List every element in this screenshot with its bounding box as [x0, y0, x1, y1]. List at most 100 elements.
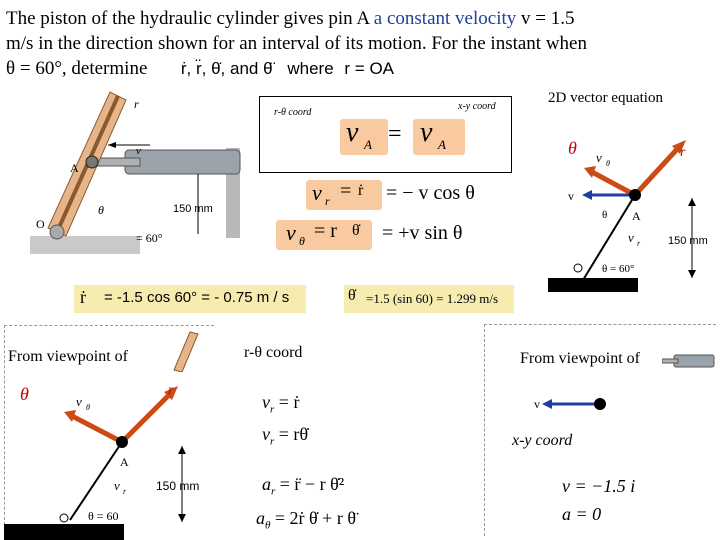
- problem-text: The piston of the hydraulic cylinder giv…: [6, 8, 374, 29]
- label-a: A: [70, 161, 79, 175]
- eq-rhs: = r̈ − r θ̇²: [279, 474, 345, 494]
- vtheta-label: v: [76, 394, 82, 409]
- vtheta-sub: θ: [606, 159, 610, 168]
- velocity-arrowhead: [108, 142, 116, 148]
- eq-vr-sub: r: [325, 194, 330, 208]
- point-o: [573, 263, 583, 273]
- r-label: r: [680, 145, 686, 160]
- v-label: v: [534, 397, 540, 411]
- eq-rhs: =: [278, 392, 289, 412]
- eq-vth-sub: θ: [299, 234, 305, 248]
- r-arrow: [120, 390, 174, 444]
- ground-bar: [4, 524, 124, 540]
- ground-bar: [548, 278, 638, 292]
- vr-sub: r: [123, 487, 127, 496]
- eq-sub: θ: [265, 519, 271, 532]
- arm-line: [579, 194, 636, 286]
- v-arrowhead: [582, 190, 592, 200]
- theta-label: θ: [568, 138, 577, 158]
- left-panel-arm-icon: [173, 331, 199, 372]
- eq-lhs: a: [256, 508, 265, 528]
- label-150mm: 150 mm: [173, 203, 213, 215]
- point-a: [629, 189, 641, 201]
- result-thetadot-text: =1.5 (sin 60) = 1.299 m/s: [366, 291, 499, 306]
- eq-vr-row: v r = ṙ = − v cos θ: [306, 178, 496, 212]
- eq-vr-rhs: = − v cos θ: [386, 182, 475, 204]
- eq-sub: r: [271, 485, 276, 498]
- dot-symbols: ṙ, r̈, θ̇,: [180, 59, 231, 78]
- eq-sub: r: [270, 403, 275, 416]
- eq-vr-eq: =: [340, 180, 352, 202]
- point-o: [59, 513, 69, 523]
- eq-vth-highlight: [276, 220, 372, 250]
- eq-lhs: v: [262, 392, 270, 412]
- eq-vr-rdot: ṙ: [358, 182, 364, 199]
- rdot-symbol: ṙ: [80, 287, 86, 307]
- arm-line: [69, 441, 123, 521]
- problem-line-3: θ = 60°, determine ṙ, r̈, θ̇, and θ̈ whe…: [6, 56, 716, 81]
- pivot-o: [49, 224, 65, 240]
- problem-line-1: The piston of the hydraulic cylinder giv…: [6, 6, 716, 31]
- rdot-symbol: ṙ: [293, 392, 300, 412]
- eq-acceleration: a = 0: [562, 504, 602, 524]
- right-v-arrow: v: [534, 397, 606, 411]
- r-label: r: [168, 383, 174, 398]
- eq-vth-eq: = r: [314, 220, 337, 242]
- vector-rhs-highlight: [413, 119, 465, 155]
- vr-label: v: [628, 230, 634, 245]
- result-thetadot: θ̇ =1.5 (sin 60) = 1.299 m/s: [344, 285, 514, 313]
- vr-sub: r: [637, 239, 641, 248]
- label-o: O: [36, 217, 45, 231]
- vr-label: v: [114, 478, 120, 493]
- dist-label: 150 mm: [156, 479, 199, 493]
- right-panel-title: From viewpoint of: [520, 350, 640, 367]
- label-xy-coord: x-y coord: [458, 101, 496, 112]
- eq-vth-thetadot: θ̇: [352, 222, 360, 239]
- problem-text: v = 1.5: [516, 8, 575, 29]
- point-a: [116, 436, 128, 448]
- a-label: A: [120, 455, 129, 469]
- hydraulic-mechanism-figure: r A O v θ 150 mm = 60°: [30, 91, 241, 254]
- right-panel-cylinder-icon: [662, 354, 715, 368]
- hydraulic-cylinder: [124, 149, 241, 175]
- v-label: v: [568, 189, 574, 203]
- r-arrowhead: [672, 140, 686, 154]
- result-rdot-text: = -1.5 cos 60° = - 0.75 m / s: [104, 289, 290, 306]
- problem-line-2: m/s in the direction shown for an interv…: [6, 33, 587, 54]
- problem-text: θ = 60°, determine: [6, 58, 148, 79]
- eq-vr-highlight: [306, 180, 382, 210]
- angle-label: θ = 60: [88, 509, 119, 523]
- right-panel-border: [484, 324, 485, 536]
- vector-lhs: v: [346, 117, 359, 148]
- eq-lhs: a: [262, 474, 271, 494]
- label-angle: = 60°: [136, 231, 163, 245]
- heading-2d-vector: 2D vector equation: [548, 90, 663, 106]
- a-label: A: [632, 209, 641, 223]
- r-direction-arrow: [633, 144, 682, 197]
- eq-vth-rhs: = +v sin θ: [382, 222, 463, 244]
- vector-lhs-highlight: [340, 119, 388, 155]
- eq-vr-lhs: v: [312, 180, 322, 205]
- vector-lhs-sub: A: [364, 137, 372, 152]
- right-panel-top-border: [484, 324, 716, 325]
- left-eq-1: vr = ṙ: [262, 392, 299, 416]
- left-panel-top-border: [4, 325, 214, 326]
- xy-coord-label: x-y coord: [512, 432, 573, 449]
- vtheta-sub: θ: [86, 403, 90, 412]
- left-panel-border: [4, 325, 5, 535]
- angle-label: θ = 60°: [602, 263, 634, 275]
- label-v: v: [136, 145, 141, 157]
- left-eq-3: ar = r̈ − r θ̇²: [262, 474, 344, 498]
- vector-rhs: v: [420, 117, 433, 148]
- eq-velocity: v = −1.5 i: [562, 476, 636, 496]
- pin-a: [85, 155, 99, 169]
- left-panel-title: From viewpoint of: [8, 348, 128, 365]
- right-rtheta-diagram: θ r v θ v θ A v r 150 mm θ = 60°: [548, 138, 708, 292]
- theta-direction-arrow: [590, 169, 637, 198]
- vector-equation-box: r-θ coord x-y coord v A = v A: [259, 96, 512, 173]
- vector-rhs-sub: A: [438, 137, 446, 152]
- point-a: [594, 398, 606, 410]
- problem-highlight: a constant velocity: [373, 8, 517, 29]
- thetadot-symbol: θ̇: [299, 424, 309, 444]
- thetadot-symbol: θ̇: [348, 287, 356, 304]
